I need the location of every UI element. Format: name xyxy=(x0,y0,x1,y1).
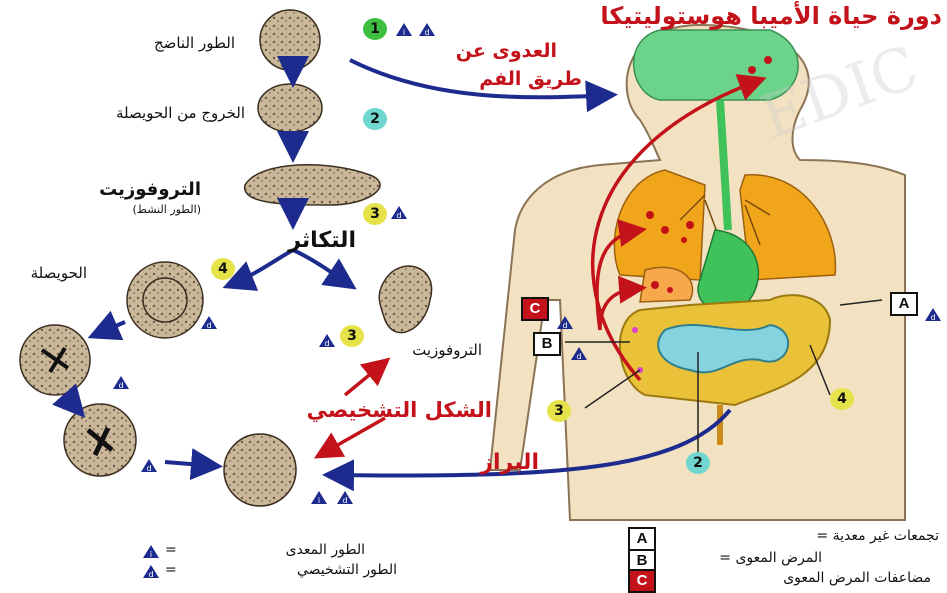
cyst-cell xyxy=(127,262,203,338)
svg-text:d: d xyxy=(148,570,153,579)
diagnostic-triangle-icon: d xyxy=(140,458,158,473)
trophozoite-cell-2 xyxy=(379,266,431,333)
site-marker-b: B xyxy=(533,332,561,356)
page-title: دورة حياة الأميبا هوستوليتيكا xyxy=(600,2,942,30)
diagnostic-triangle-icon: d xyxy=(570,346,588,361)
step-3b-badge: 3 xyxy=(340,325,364,347)
svg-text:d: d xyxy=(324,339,329,348)
step-3-badge: 3 xyxy=(363,203,387,225)
trophozoite-cell xyxy=(245,165,380,205)
step-4-badge: 4 xyxy=(211,258,235,280)
body-step-3-badge: 3 xyxy=(547,400,571,422)
svg-text:d: d xyxy=(424,28,429,37)
infection-label-line1: العدوى عن xyxy=(456,40,557,62)
label-trophozoite-2: التروفوزيت xyxy=(412,341,482,359)
legend-infective-icon: i xyxy=(142,544,160,559)
legend-diagnostic-label: الطور التشخيصي xyxy=(297,562,397,578)
diagnostic-triangle-icon: d xyxy=(336,490,354,505)
diagnostic-triangle-icon: d xyxy=(200,315,218,330)
body-step-4-badge: 4 xyxy=(830,388,854,410)
legend-marker-a: A xyxy=(628,527,656,551)
svg-text:d: d xyxy=(576,352,581,361)
excysting-cell xyxy=(258,84,322,132)
label-feces: البراز xyxy=(480,450,539,475)
svg-text:i: i xyxy=(403,28,405,37)
legend-text-b: المرض المعوى = xyxy=(719,550,822,566)
svg-text:d: d xyxy=(146,464,151,473)
legend-text-a: تجمعات غير معدية = xyxy=(816,528,939,544)
svg-text:d: d xyxy=(562,321,567,330)
legend-eq-2: = xyxy=(165,562,177,578)
diagnostic-triangle-icon: d xyxy=(390,205,408,220)
diagnostic-cyst-cell xyxy=(224,434,296,506)
infective-triangle-icon: i xyxy=(395,22,413,37)
site-marker-a: A xyxy=(890,292,918,316)
legend-text-c: مضاعفات المرض المعوى xyxy=(783,570,931,586)
svg-text:d: d xyxy=(930,313,935,322)
label-multiplication: التكاثر xyxy=(288,228,356,253)
svg-text:i: i xyxy=(318,496,320,505)
mature-cyst-cell xyxy=(260,10,320,70)
legend-marker-c: C xyxy=(628,569,656,593)
step-2-badge: 2 xyxy=(363,108,387,130)
infective-triangle-icon: i xyxy=(310,490,328,505)
infection-label-line2: طريق الفم xyxy=(479,68,582,90)
label-active-stage: (الطور النشط) xyxy=(133,203,202,216)
legend-eq-1: = xyxy=(165,542,177,558)
site-marker-c: C xyxy=(521,297,549,321)
label-diagnostic-form: الشكل التشخيصي xyxy=(307,398,492,422)
label-trophozoite: التروفوزيت xyxy=(99,179,201,200)
legend-infective-label: الطور المعدى xyxy=(286,542,365,558)
svg-text:d: d xyxy=(342,496,347,505)
body-step-2-badge: 2 xyxy=(686,452,710,474)
step-1-badge: 1 xyxy=(363,18,387,40)
svg-text:i: i xyxy=(150,550,152,559)
label-mature-stage: الطور الناضج xyxy=(154,34,235,52)
svg-text:d: d xyxy=(118,381,123,390)
label-excystation: الخروج من الحويصلة xyxy=(116,104,245,122)
label-cyst: الحويصلة xyxy=(31,264,87,282)
diagnostic-triangle-icon: d xyxy=(318,333,336,348)
diagnostic-triangle-icon: d xyxy=(418,22,436,37)
diagnostic-triangle-icon: d xyxy=(924,307,942,322)
svg-text:d: d xyxy=(206,321,211,330)
svg-text:d: d xyxy=(396,211,401,220)
diagnostic-triangle-icon: d xyxy=(112,375,130,390)
diagnostic-triangle-icon: d xyxy=(556,315,574,330)
legend-diagnostic-icon: d xyxy=(142,564,160,579)
